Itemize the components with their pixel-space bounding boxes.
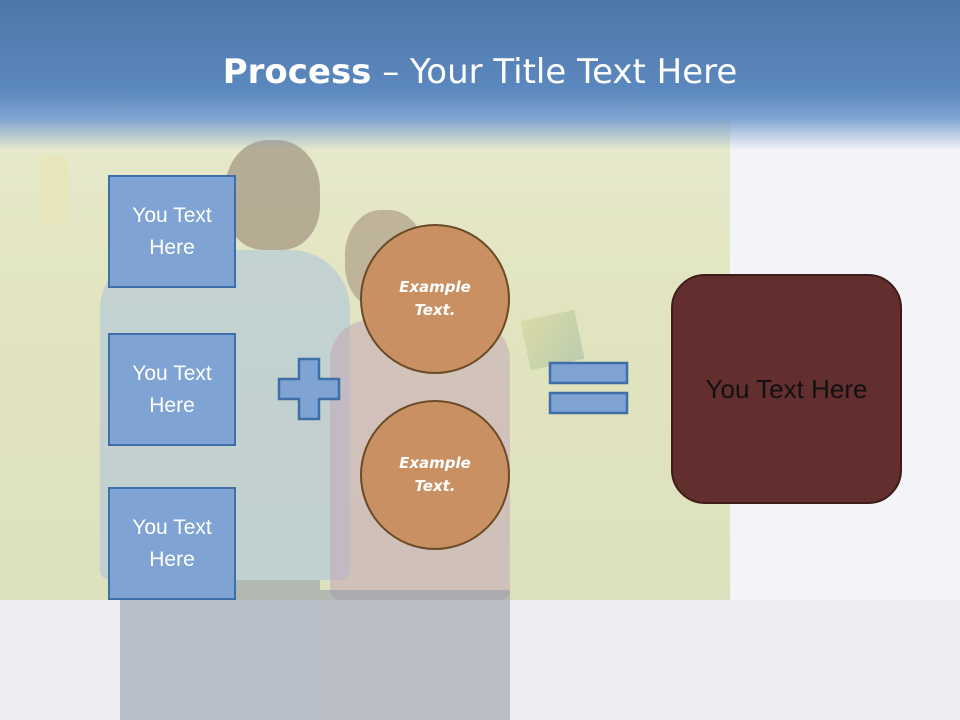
plus-icon (277, 357, 341, 421)
text-box-3-label: You Text Here (132, 515, 212, 571)
example-circle-2[interactable]: Example Text. (360, 400, 510, 550)
example-circle-2-label: Example Text. (399, 454, 471, 495)
title-bold: Process (222, 52, 372, 92)
equals-icon (548, 361, 629, 415)
person-1-legs (120, 580, 320, 720)
floor (0, 600, 960, 720)
result-box[interactable]: You Text Here (671, 274, 902, 504)
title-bar (0, 0, 960, 150)
title-rest: – Your Title Text Here (371, 52, 738, 92)
text-box-1[interactable]: You Text Here (108, 175, 236, 288)
paint-roller (40, 155, 68, 225)
text-box-3[interactable]: You Text Here (108, 487, 236, 600)
text-box-1-label: You Text Here (132, 203, 212, 259)
text-box-2-label: You Text Here (132, 361, 212, 417)
text-box-2[interactable]: You Text Here (108, 333, 236, 446)
slide-title[interactable]: Process – Your Title Text Here (0, 52, 960, 92)
example-circle-1[interactable]: Example Text. (360, 224, 510, 374)
result-box-label: You Text Here (705, 373, 868, 404)
person-1-head (225, 140, 320, 250)
example-circle-1-label: Example Text. (399, 278, 471, 319)
person-2-legs (320, 590, 510, 720)
